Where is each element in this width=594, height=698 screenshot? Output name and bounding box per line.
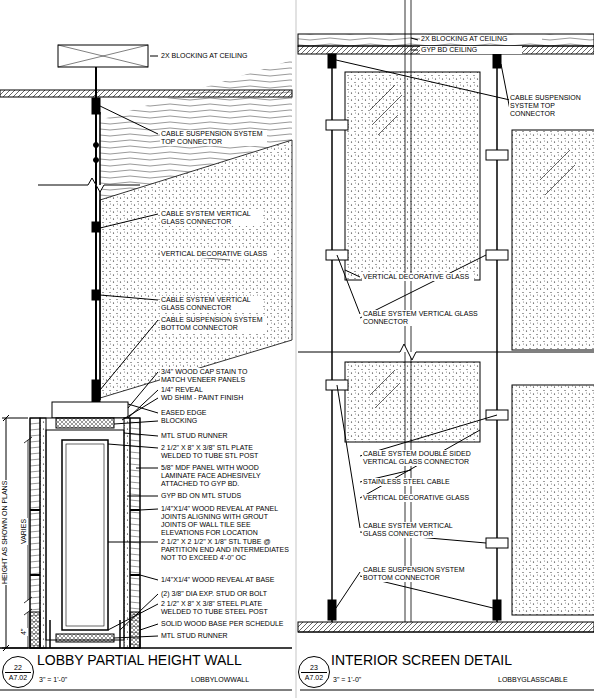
callout-note: 1/4"X1/4" WOOD REVEAL AT PANEL JOINTS AL… — [160, 505, 292, 537]
callout-note: 2X BLOCKING AT CEILING — [420, 35, 542, 43]
sheet-number: A7.02 — [9, 673, 27, 682]
callout-note: GYP BD CEILING — [420, 46, 522, 54]
callout-note: CABLE SUSPENSION SYSTEM BOTTOM CONNECTOR — [362, 566, 484, 582]
callout-note: CABLE SYSTEM VERTICAL GLASS CONNECTOR — [160, 210, 262, 226]
callout-note: 2 1/2" X 2 1/2" X 1/8" STL TUBE @ PARTIT… — [160, 538, 292, 562]
callout-note: VERTICAL DECORATIVE GLASS — [362, 273, 474, 281]
callout-note: 3" = 1'-0" — [332, 676, 424, 684]
detail-number: 23 — [301, 663, 327, 673]
detail-callout: 22A7.02 — [2, 656, 34, 688]
callout-note: STAINLESS STEEL CABLE — [362, 478, 484, 486]
callout-note: MTL STUD RUNNER — [160, 432, 262, 440]
callout-note: CABLE SUSPENSION SYSTEM TOP CONNECTOR — [509, 94, 591, 118]
callout-note: 5/8" MDF PANEL WITH WOOD LAMINATE FACE A… — [160, 464, 287, 488]
callout-note: 3/4" WOOD CAP STAIN TO MATCH VENEER PANE… — [160, 368, 272, 384]
callout-note: EASED EDGE — [160, 409, 252, 417]
callout-note: CABLE SYSTEM VERTICAL GLASS CONNECTOR — [362, 522, 474, 538]
callout-note: VERTICAL DECORATIVE GLASS — [160, 250, 272, 258]
callout-note: 2 1/2" X 8" X 3/8" STL PLATE WELDED TO T… — [160, 444, 282, 460]
callout-note: 2 1/2" X 8" X 3/8" STEEL PLATE WELDED TO… — [160, 600, 282, 616]
callout-note: 1/4" REVEAL — [160, 386, 252, 394]
left-detail — [0, 45, 292, 690]
detail-title: LOBBY PARTIAL HEIGHT WALL — [36, 652, 243, 668]
callout-note: BLOCKING — [160, 417, 252, 425]
detail-callout: 23A7.02 — [298, 656, 330, 688]
callout-note: 2X BLOCKING AT CEILING — [160, 52, 292, 60]
callout-note: CABLE SYSTEM DOUBLE SIDED VERTICAL GLASS… — [362, 450, 489, 466]
callout-note: 1/4"X1/4" WOOD REVEAL AT BASE — [160, 576, 287, 584]
callout-note: LOBBYLOWWALL — [190, 676, 292, 684]
callout-note: CABLE SYSTEM VERTICAL GLASS CONNECTOR — [160, 296, 262, 312]
dimension-text: 4" — [20, 628, 28, 636]
sheet-number: A7.02 — [305, 673, 323, 682]
callout-note: 3" = 1'-0" — [38, 676, 130, 684]
dimension-text: HEIGHT AS SHOWN ON PLANS — [1, 480, 9, 585]
callout-note: VERTICAL DECORATIVE GLASS — [362, 494, 484, 502]
callout-note: CABLE SYSTEM VERTICAL GLASS CONNECTOR — [362, 310, 494, 326]
detail-title: INTERIOR SCREEN DETAIL — [330, 652, 513, 668]
callout-note: CABLE SUSPENSION SYSTEM BOTTOM CONNECTOR — [160, 316, 267, 332]
callout-note: LOBBYGLASSCABLE — [497, 676, 591, 684]
callout-note: GYP BD ON MTL STUDS — [160, 492, 272, 500]
dimension-text: VARIES — [20, 518, 28, 545]
callout-note: WD SHIM - PAINT FINISH — [160, 394, 262, 402]
detail-number: 22 — [5, 663, 31, 673]
callout-note: CABLE SUSPENSION SYSTEM TOP CONNECTOR — [160, 130, 267, 146]
callout-note: (2) 3/8" DIA EXP. STUD OR BOLT — [160, 590, 287, 598]
callout-note: SOLID WOOD BASE PER SCHEDULE — [160, 620, 287, 628]
callout-note: MTL STUD RUNNER — [160, 632, 262, 640]
right-detail — [296, 0, 594, 698]
